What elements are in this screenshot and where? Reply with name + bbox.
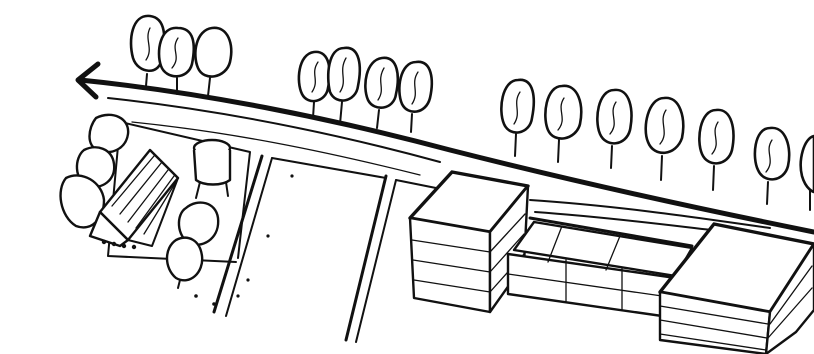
tree <box>365 58 397 128</box>
bush <box>167 238 202 281</box>
tree <box>646 98 683 180</box>
tree-cluster-left <box>131 16 231 96</box>
tree <box>755 128 789 204</box>
tree <box>299 52 330 118</box>
tree <box>501 80 533 156</box>
tree-row-right <box>501 80 814 210</box>
tree <box>801 136 814 210</box>
tree <box>159 28 194 94</box>
left-plot <box>61 115 250 306</box>
water-tank <box>194 140 230 198</box>
tree <box>545 86 581 162</box>
tree <box>399 62 431 132</box>
tree <box>699 110 733 190</box>
tree <box>195 28 231 96</box>
tree <box>328 48 360 124</box>
tree <box>597 90 631 168</box>
